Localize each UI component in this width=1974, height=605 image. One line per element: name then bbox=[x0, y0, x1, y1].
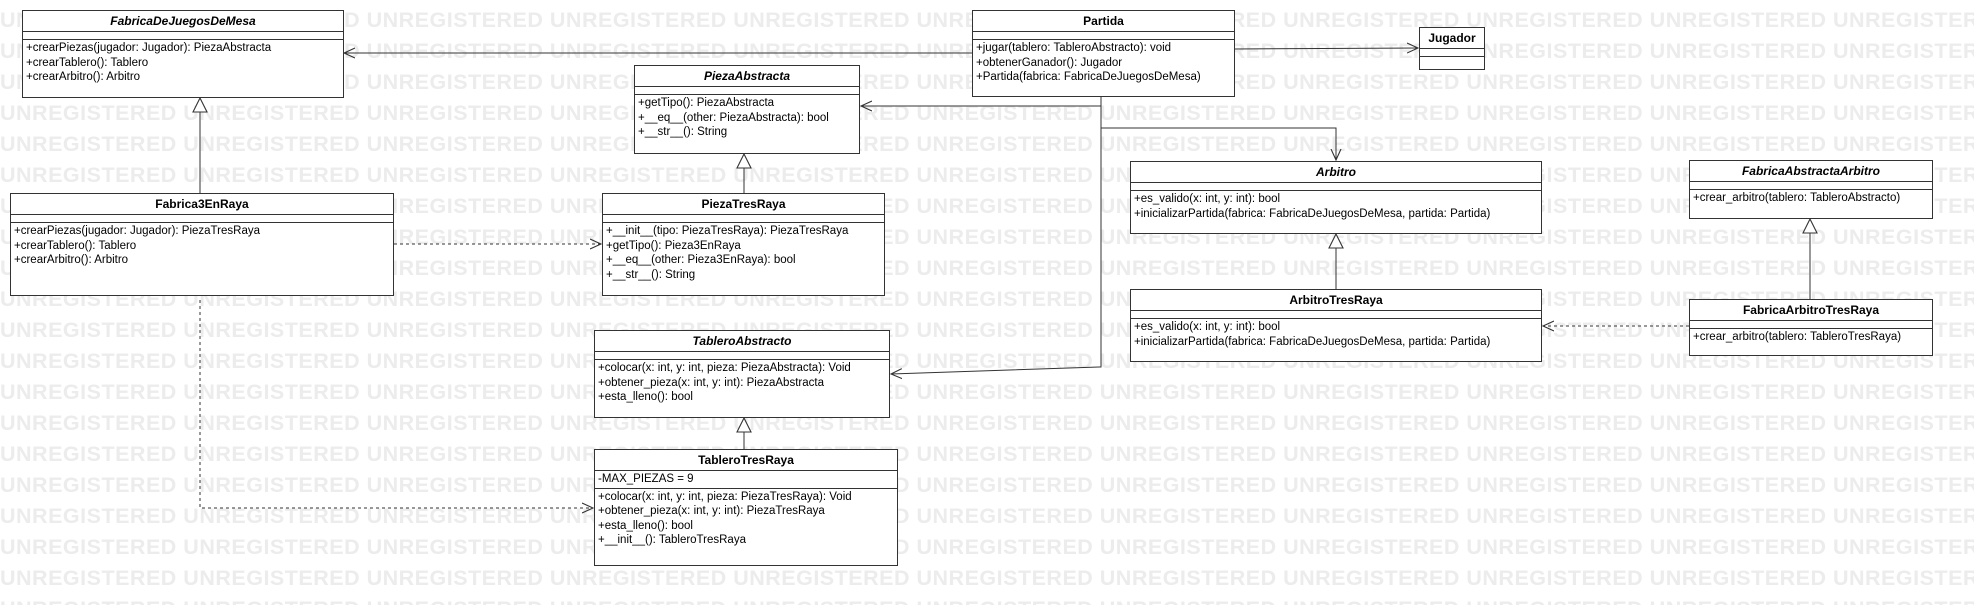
watermark-row: UNREGISTERED UNREGISTERED UNREGISTERED U… bbox=[0, 318, 1974, 342]
method-line: +crear_arbitro(tablero: TableroTresRaya) bbox=[1693, 331, 1902, 343]
methods-section: +crear_arbitro(tablero: TableroTresRaya) bbox=[1690, 329, 1932, 346]
attributes-section bbox=[1690, 321, 1932, 329]
class-name: Arbitro bbox=[1131, 162, 1541, 183]
class-name: Fabrica3EnRaya bbox=[11, 194, 393, 215]
association-partida-to-tableroabstracto bbox=[891, 97, 1102, 374]
methods-section: +crearPiezas(jugador: Jugador): PiezaTre… bbox=[11, 223, 393, 269]
method-line: +colocar(x: int, y: int, pieza: PiezaAbs… bbox=[598, 362, 851, 374]
attributes-section: -MAX_PIEZAS = 9 bbox=[595, 471, 897, 489]
watermark-row: UNREGISTERED UNREGISTERED UNREGISTERED U… bbox=[0, 349, 1974, 373]
dependency-fabrica3enraya-to-tablerotresraya bbox=[199, 300, 593, 508]
watermark-row: UNREGISTERED UNREGISTERED UNREGISTERED U… bbox=[0, 132, 1974, 156]
attributes-section bbox=[1420, 49, 1484, 57]
class-name: PiezaAbstracta bbox=[635, 66, 859, 87]
class-tablerotresraya[interactable]: TableroTresRaya -MAX_PIEZAS = 9 +colocar(x… bbox=[594, 449, 898, 566]
watermark-row: UNREGISTERED UNREGISTERED UNREGISTERED U… bbox=[0, 380, 1974, 404]
attributes-section bbox=[603, 215, 884, 223]
method-line: +crearPiezas(jugador: Jugador): PiezaAbs… bbox=[26, 42, 272, 54]
watermark-row: UNREGISTERED UNREGISTERED UNREGISTERED U… bbox=[0, 163, 1974, 187]
method-line: +crearArbitro(): Arbitro bbox=[26, 71, 141, 83]
method-line: +es_valido(x: int, y: int): bool bbox=[1134, 193, 1281, 205]
class-name: FabricaArbitroTresRaya bbox=[1690, 300, 1932, 321]
methods-section: +es_valido(x: int, y: int): bool +inicial… bbox=[1131, 319, 1541, 350]
class-name: FabricaDeJuegosDeMesa bbox=[23, 11, 343, 32]
methods-section: +__init__(tipo: PiezaTresRaya): PiezaTre… bbox=[603, 223, 884, 283]
attributes-section bbox=[1131, 183, 1541, 191]
class-name: ArbitroTresRaya bbox=[1131, 290, 1541, 311]
attributes-section bbox=[1131, 311, 1541, 319]
class-tableroabstracto[interactable]: TableroAbstracto +colocar(x: int, y: int,… bbox=[594, 330, 890, 418]
attributes-section bbox=[11, 215, 393, 223]
watermark-row: UNREGISTERED UNREGISTERED UNREGISTERED U… bbox=[0, 566, 1974, 590]
method-line: +__str__(): String bbox=[638, 126, 728, 138]
class-name: FabricaAbstractaArbitro bbox=[1690, 161, 1932, 182]
class-arbitrotresraya[interactable]: ArbitroTresRaya +es_valido(x: int, y: int… bbox=[1130, 289, 1542, 362]
methods-section: +jugar(tablero: TableroAbstracto): void +… bbox=[973, 40, 1234, 86]
method-line: +__init__(): TableroTresRaya bbox=[598, 534, 746, 546]
class-fabricadejuegosdemesa[interactable]: FabricaDeJuegosDeMesa +crearPiezas(jugado… bbox=[22, 10, 344, 98]
class-partida[interactable]: Partida +jugar(tablero: TableroAbstracto)… bbox=[972, 10, 1235, 97]
methods-section: +crear_arbitro(tablero: TableroAbstracto… bbox=[1690, 190, 1932, 207]
method-line: +crearArbitro(): Arbitro bbox=[14, 254, 129, 266]
class-name: TableroAbstracto bbox=[595, 331, 889, 352]
method-line: +inicializarPartida(fabrica: FabricaDeJu… bbox=[1134, 335, 1491, 348]
method-line: +colocar(x: int, y: int, pieza: PiezaTre… bbox=[598, 490, 852, 503]
class-fabricaabstractaarbitro[interactable]: FabricaAbstractaArbitro +crear_arbitro(ta… bbox=[1689, 160, 1933, 219]
attributes-section bbox=[595, 352, 889, 360]
method-line: +crearTablero(): Tablero bbox=[26, 56, 149, 69]
method-line: +obtener_pieza(x: int, y: int): PiezaTre… bbox=[598, 505, 825, 517]
class-piezatresraya[interactable]: PiezaTresRaya +__init__(tipo: PiezaTresRa… bbox=[602, 193, 885, 296]
methods-section: +crearPiezas(jugador: Jugador): PiezaAbs… bbox=[23, 40, 343, 86]
class-fabrica3enraya[interactable]: Fabrica3EnRaya +crearPiezas(jugador: Juga… bbox=[10, 193, 394, 296]
class-fabricaarbitrotresraya[interactable]: FabricaArbitroTresRaya +crear_arbitro(tab… bbox=[1689, 299, 1933, 356]
class-jugador[interactable]: Jugador bbox=[1419, 27, 1485, 70]
association-partida-to-arbitro bbox=[1100, 97, 1336, 160]
method-line: +esta_lleno(): bool bbox=[598, 519, 693, 532]
watermark-row: UNREGISTERED UNREGISTERED UNREGISTERED U… bbox=[0, 597, 1974, 605]
method-line: +getTipo(): Pieza3EnRaya bbox=[606, 239, 741, 252]
method-line: +crear_arbitro(tablero: TableroAbstracto… bbox=[1693, 192, 1901, 204]
methods-section: +colocar(x: int, y: int, pieza: PiezaAbs… bbox=[595, 360, 889, 406]
watermark-row: UNREGISTERED UNREGISTERED UNREGISTERED U… bbox=[0, 473, 1974, 497]
watermark-row: UNREGISTERED UNREGISTERED UNREGISTERED U… bbox=[0, 535, 1974, 559]
methods-section: +getTipo(): PiezaAbstracta +__eq__(other:… bbox=[635, 95, 859, 141]
method-line: +__eq__(other: Pieza3EnRaya): bool bbox=[606, 254, 796, 266]
class-name: Partida bbox=[973, 11, 1234, 32]
watermark-row: UNREGISTERED UNREGISTERED UNREGISTERED U… bbox=[0, 101, 1974, 125]
class-arbitro[interactable]: Arbitro+es_valido(x: int, y: int): bool+… bbox=[1130, 161, 1542, 234]
class-piezaabstracta[interactable]: PiezaAbstracta +getTipo(): PiezaAbstracta… bbox=[634, 65, 860, 154]
class-name: PiezaTresRaya bbox=[603, 194, 884, 215]
method-line: +jugar(tablero: TableroAbstracto): void bbox=[976, 42, 1172, 54]
methods-section bbox=[1420, 57, 1484, 65]
methods-section: +colocar(x: int, y: int, pieza: PiezaTre… bbox=[595, 489, 897, 549]
association-partida-to-piezaabstracta bbox=[861, 97, 1102, 106]
attribute-line: -MAX_PIEZAS = 9 bbox=[598, 473, 694, 485]
method-line: +esta_lleno(): bool bbox=[598, 391, 693, 403]
method-line: +es_valido(x: int, y: int): bool bbox=[1134, 321, 1281, 333]
class-name: TableroTresRaya bbox=[595, 450, 897, 471]
method-line: +Partida(fabrica: FabricaDeJuegosDeMesa) bbox=[976, 71, 1201, 83]
attributes-section bbox=[1690, 182, 1932, 190]
attributes-section bbox=[973, 32, 1234, 40]
method-line: +__str__(): String bbox=[606, 268, 696, 281]
method-line: +crearTablero(): Tablero bbox=[14, 239, 137, 252]
method-line: +obtenerGanador(): Jugador bbox=[976, 56, 1123, 69]
attributes-section bbox=[23, 32, 343, 40]
association-partida-to-jugador bbox=[1234, 48, 1418, 49]
method-line: +__eq__(other: PiezaAbstracta): bool bbox=[638, 111, 829, 124]
method-line: +inicializarPartida(fabrica: FabricaDeJu… bbox=[1134, 207, 1491, 220]
methods-section: +es_valido(x: int, y: int): bool +inicial… bbox=[1131, 191, 1541, 222]
watermark-row: UNREGISTERED UNREGISTERED UNREGISTERED U… bbox=[0, 411, 1974, 435]
attributes-section bbox=[635, 87, 859, 95]
method-line: +obtener_pieza(x: int, y: int): PiezaAbs… bbox=[598, 376, 824, 389]
method-line: +__init__(tipo: PiezaTresRaya): PiezaTre… bbox=[606, 225, 849, 237]
method-line: +crearPiezas(jugador: Jugador): PiezaTre… bbox=[14, 225, 260, 237]
method-line: +getTipo(): PiezaAbstracta bbox=[638, 97, 775, 109]
watermark-row: UNREGISTERED UNREGISTERED UNREGISTERED U… bbox=[0, 442, 1974, 466]
class-name: Jugador bbox=[1420, 28, 1484, 49]
